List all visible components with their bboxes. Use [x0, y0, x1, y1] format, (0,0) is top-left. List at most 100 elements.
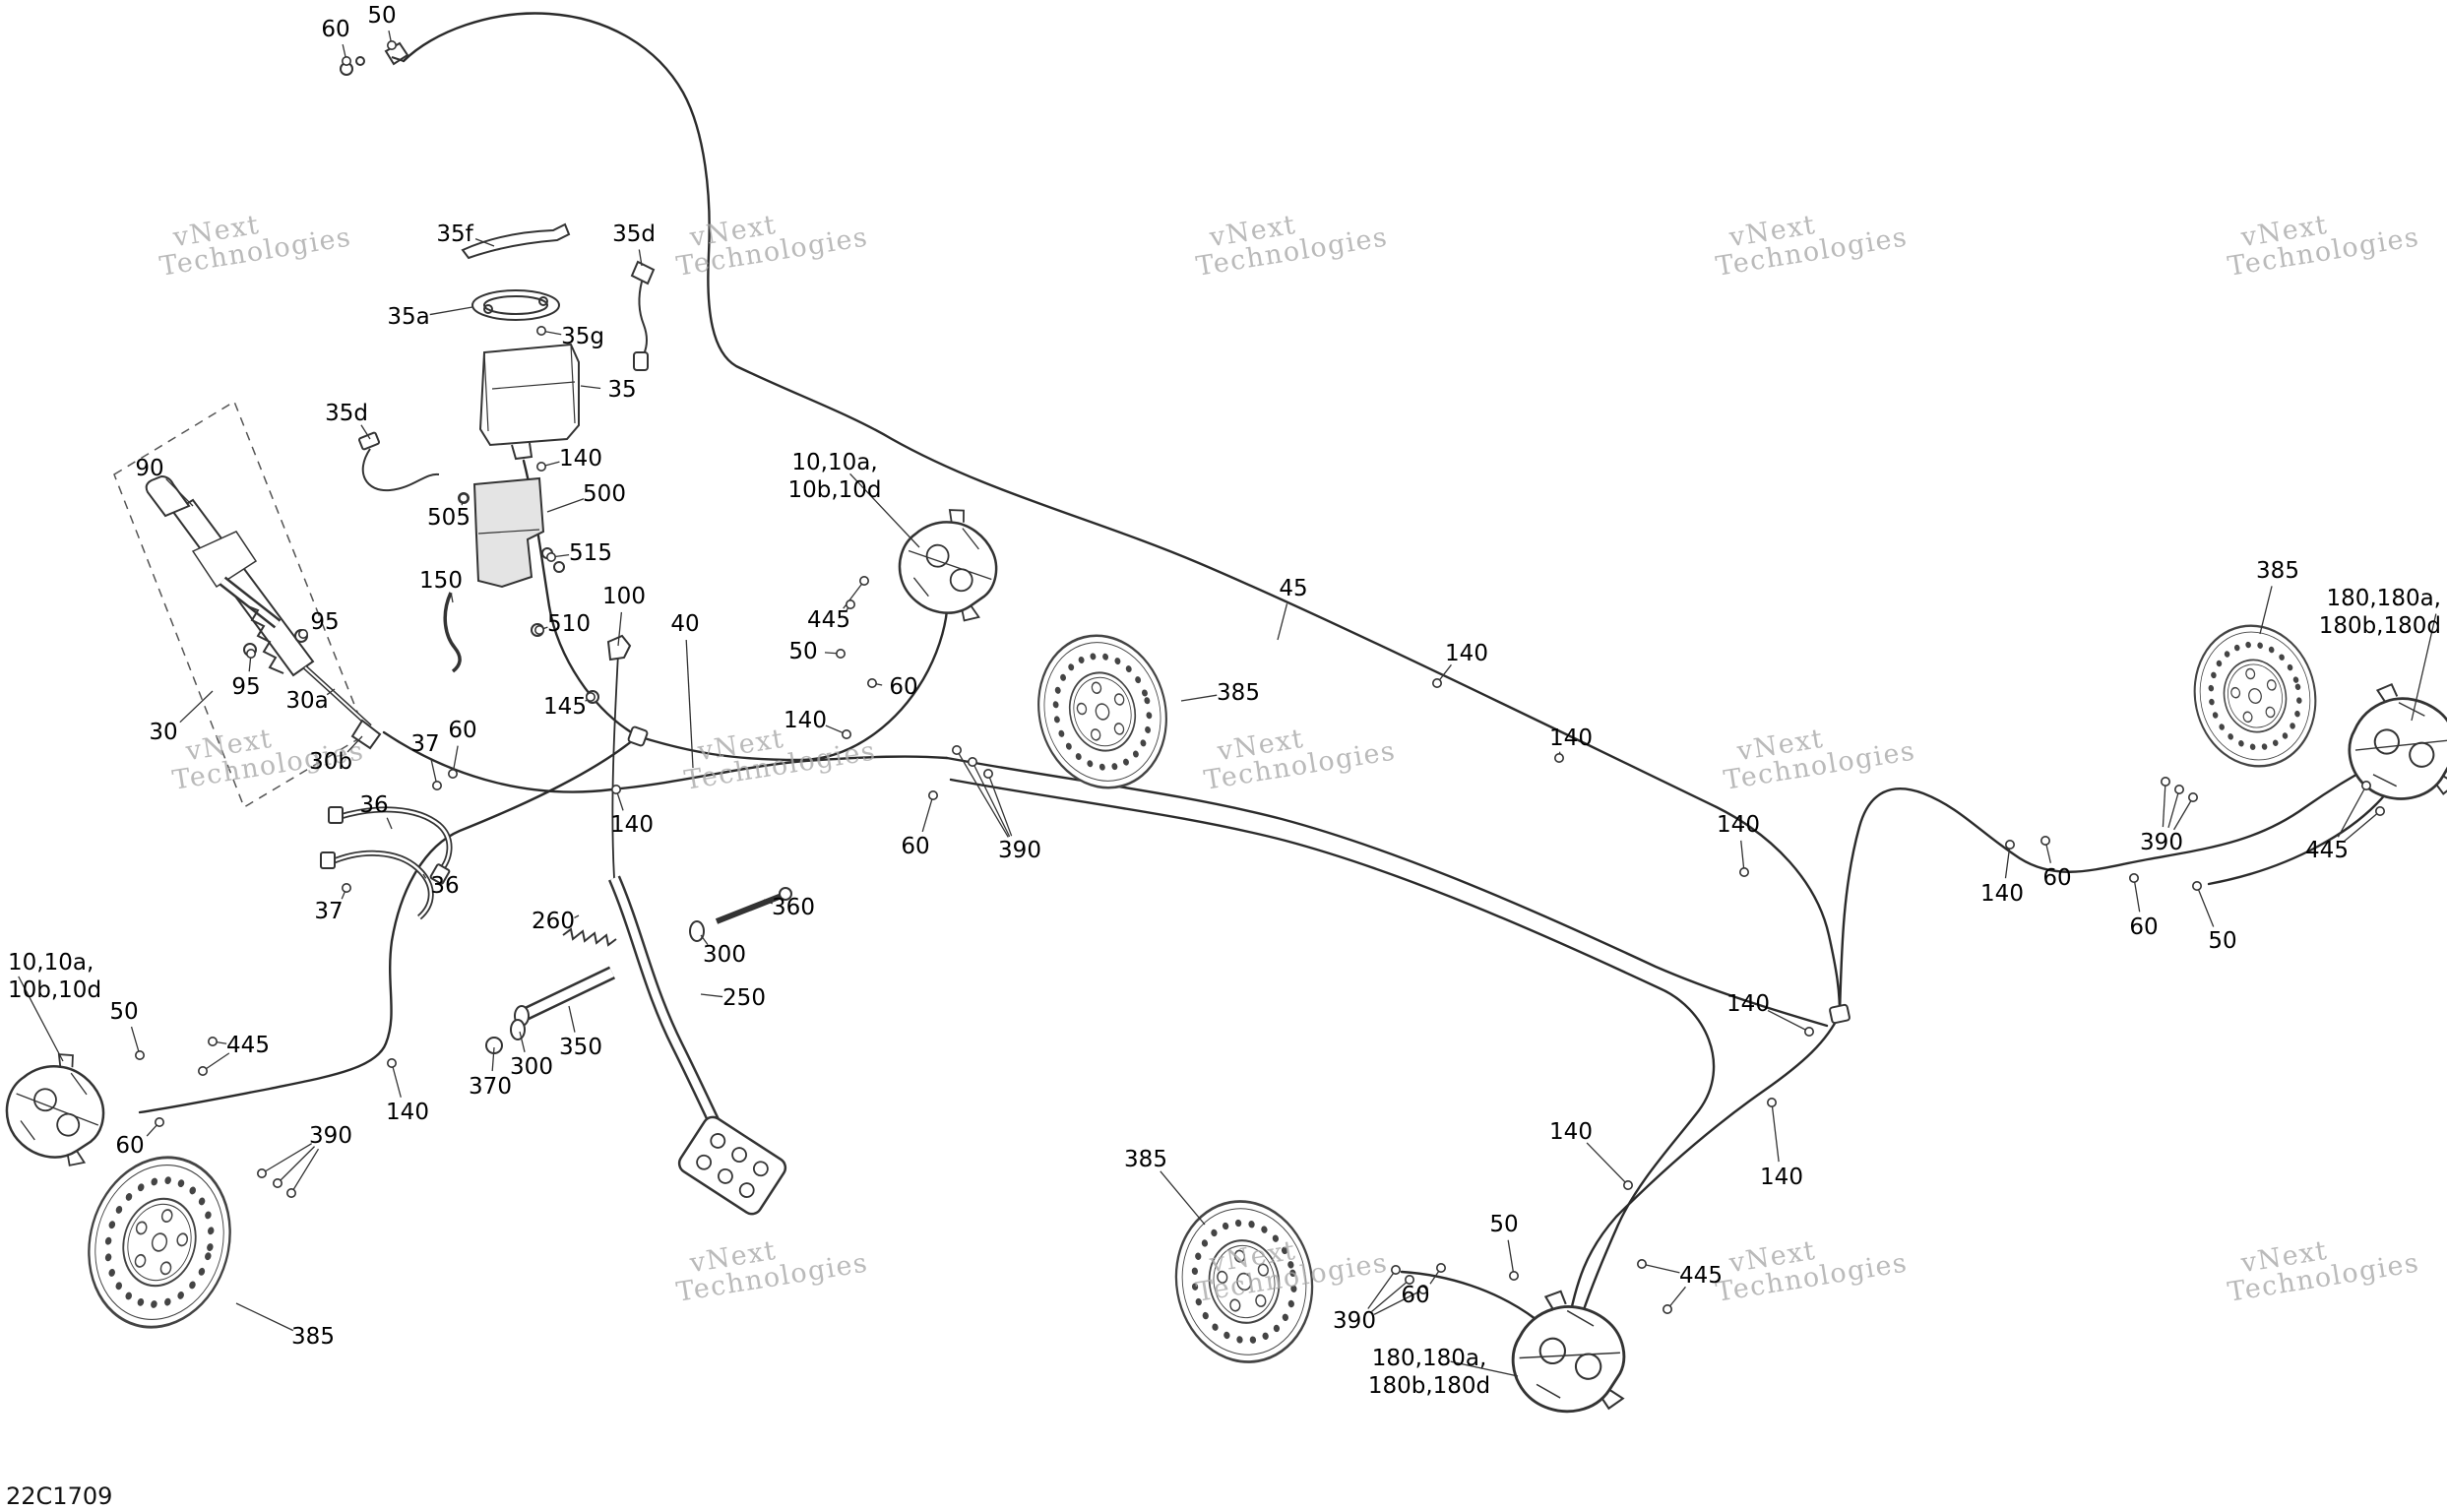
fitting-dot	[585, 691, 596, 702]
fitting-dot	[1432, 677, 1443, 688]
part-label: 145	[543, 694, 587, 720]
leader-line	[1277, 603, 1288, 641]
washer-300a	[689, 920, 705, 942]
leader-line	[2004, 844, 2011, 879]
leader-line	[2411, 613, 2437, 722]
part-label: 500	[583, 481, 626, 507]
part-label: 505	[427, 505, 471, 531]
fitting-dot	[386, 39, 397, 50]
sensor-connector-35d-right	[630, 260, 656, 371]
part-label: 100	[602, 584, 646, 609]
fitting-dot	[967, 756, 977, 767]
part-label: 360	[772, 895, 815, 920]
pedal-pad	[677, 1115, 787, 1216]
leader-line	[18, 976, 64, 1062]
bolt-360	[715, 893, 784, 924]
leader-line	[179, 690, 214, 724]
lever-grip	[145, 474, 191, 518]
fitting-dot	[2161, 776, 2171, 787]
clevis-100	[606, 634, 632, 662]
part-label: 50	[1489, 1212, 1518, 1237]
hoses-36	[320, 806, 453, 920]
part-label: 35a	[387, 304, 429, 330]
leader-line	[235, 1302, 294, 1332]
fitting-dot	[610, 784, 621, 794]
fitting-dot	[951, 744, 962, 755]
lever-arm	[171, 498, 315, 677]
leader-line	[474, 237, 495, 247]
part-label: 390	[309, 1123, 352, 1149]
part-label: 50	[2208, 928, 2236, 954]
part-label: 140	[1760, 1165, 1803, 1190]
part-label: 300	[510, 1054, 553, 1080]
cable-front-section	[382, 730, 949, 793]
leader-line	[2344, 810, 2381, 842]
leader-line	[849, 472, 920, 548]
leader-line	[574, 914, 580, 918]
part-label: 385	[2256, 558, 2299, 584]
caliper-rear-right	[2333, 670, 2447, 817]
fitting-dot	[297, 628, 308, 639]
part-label: 60	[889, 674, 917, 700]
leader-line	[546, 498, 585, 513]
part-label: 35d	[612, 221, 656, 247]
parking-cable-1	[945, 756, 1829, 1028]
fitting-dot	[1663, 1304, 1673, 1315]
fitting-dot	[1804, 1027, 1815, 1038]
part-label: 90	[135, 456, 163, 481]
fitting-dot	[866, 677, 877, 688]
fitting-dot	[545, 551, 556, 562]
leader-line	[685, 639, 694, 769]
brake-disc-front-left	[69, 1141, 249, 1345]
fitting-dot	[858, 575, 869, 586]
part-label: 37	[314, 899, 343, 924]
fitting-dot	[1554, 752, 1565, 763]
fitting-dot	[256, 1168, 267, 1179]
fitting-dot	[2174, 784, 2185, 794]
caliper-front-right	[890, 499, 1008, 626]
fitting-dot	[341, 882, 351, 893]
part-label: 36	[430, 873, 459, 899]
leader-line	[261, 1143, 312, 1174]
part-label: 30a	[285, 688, 328, 714]
fitting-dot	[208, 1037, 219, 1047]
part-label: 35f	[436, 221, 473, 247]
leader-line	[1180, 694, 1218, 702]
part-label: 150	[419, 568, 463, 594]
pivot-plate	[191, 531, 258, 589]
fitting-dot	[431, 780, 442, 790]
center-caliper-branch	[1400, 1270, 1537, 1321]
part-label: 60	[2042, 865, 2071, 891]
part-label: 50	[109, 999, 138, 1025]
leader-line	[1767, 1010, 1810, 1033]
brake-hose-right-rear	[1838, 750, 2402, 1016]
leader-line	[2167, 788, 2180, 828]
part-label: 445	[2305, 838, 2349, 863]
part-label: 140	[1726, 991, 1770, 1017]
leader-line	[1507, 1239, 1515, 1277]
part-label: 60	[115, 1133, 144, 1159]
right-caliper-branch	[2207, 776, 2400, 886]
leader-line	[2196, 885, 2215, 927]
fitting-dot	[341, 55, 351, 66]
spring	[247, 605, 284, 674]
part-label: 300	[703, 942, 746, 968]
leader-line	[1373, 1289, 1424, 1315]
part-label: 140	[784, 708, 827, 733]
part-label: 50	[788, 639, 817, 664]
fitting-dot	[1436, 1263, 1447, 1274]
fitting-dot	[386, 1058, 397, 1069]
parking-cable-2	[949, 778, 1716, 1333]
leader-line	[202, 1052, 230, 1072]
leader-line	[1740, 840, 1745, 873]
fitting-dot	[198, 1066, 209, 1077]
fitting-dot	[1623, 1180, 1634, 1191]
leader-line	[1367, 1269, 1397, 1309]
